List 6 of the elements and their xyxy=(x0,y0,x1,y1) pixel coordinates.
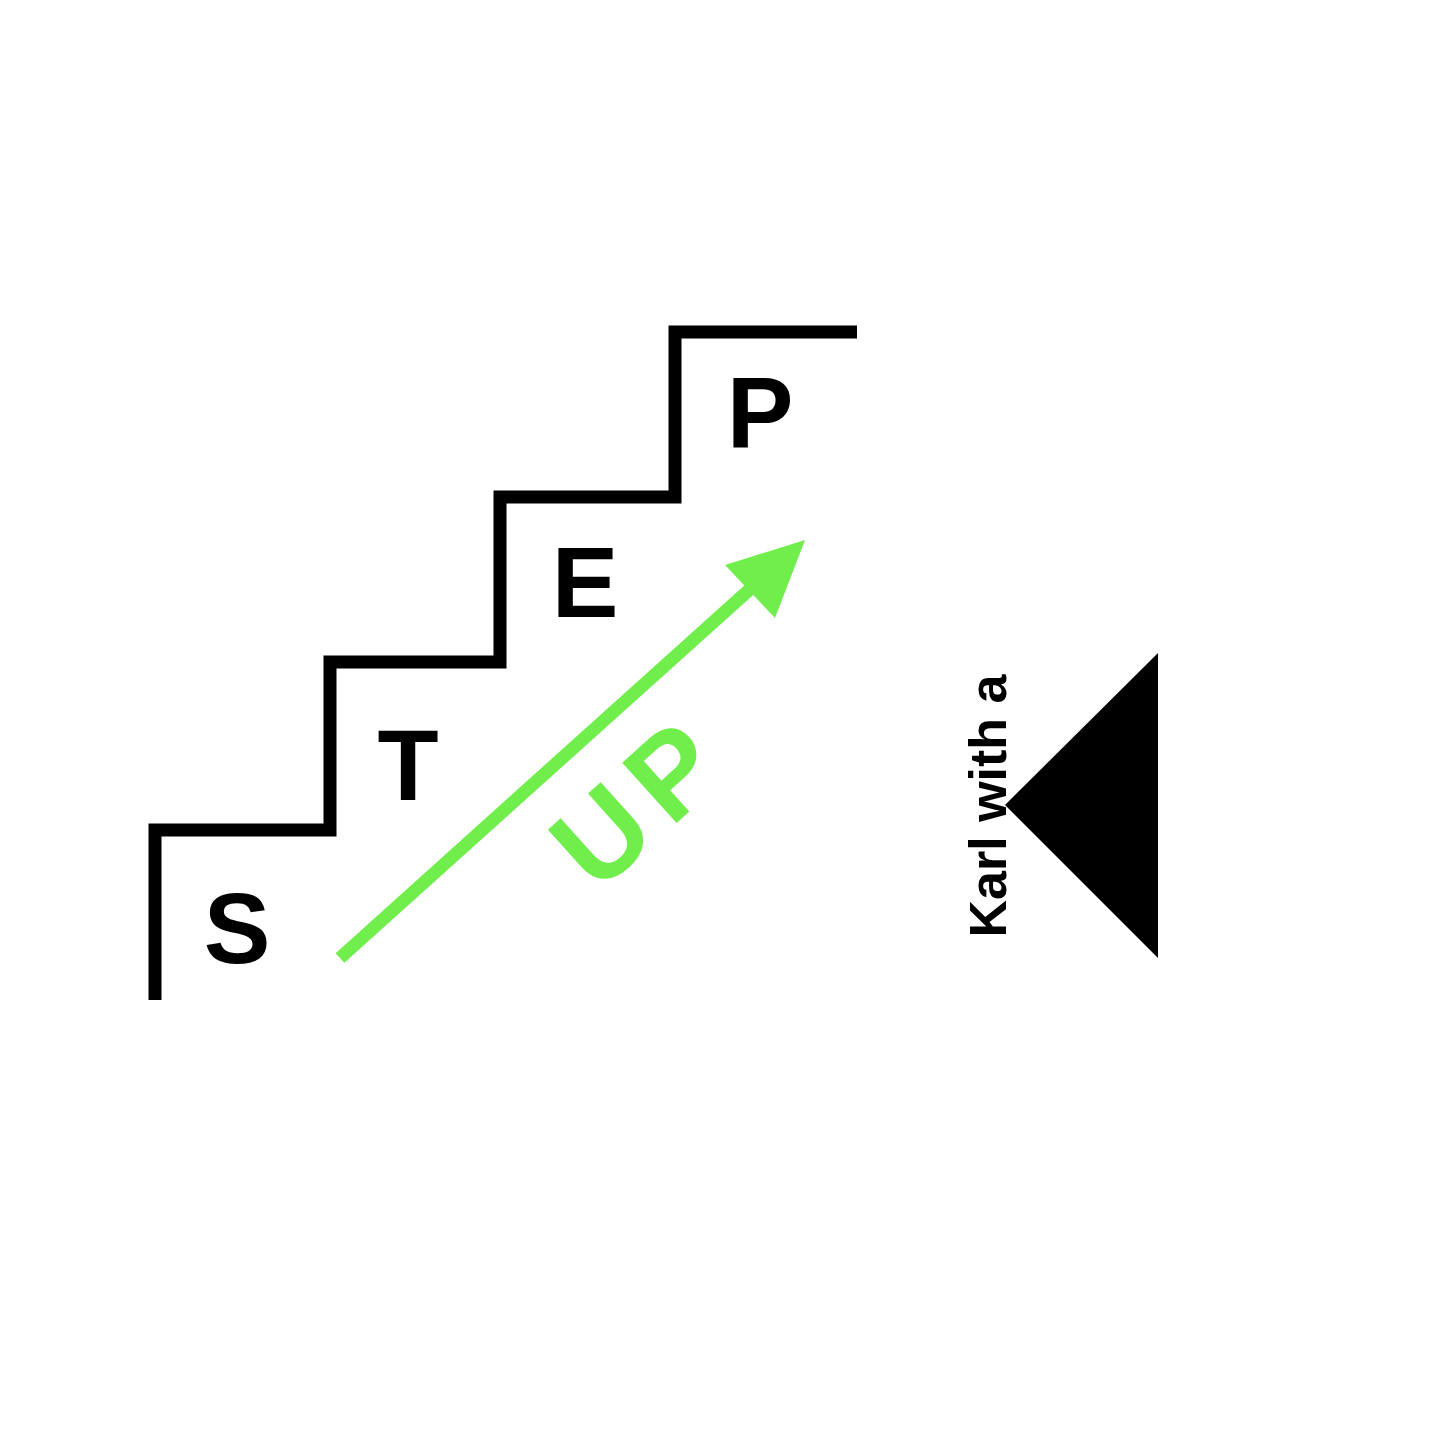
stair-letter: T xyxy=(377,715,439,815)
caption-text: Karl with a xyxy=(962,674,1014,938)
stair-letter: E xyxy=(551,532,619,632)
arrow-label: UP xyxy=(530,691,752,909)
stair-letter: S xyxy=(203,878,271,978)
stair-letter: P xyxy=(726,362,794,462)
